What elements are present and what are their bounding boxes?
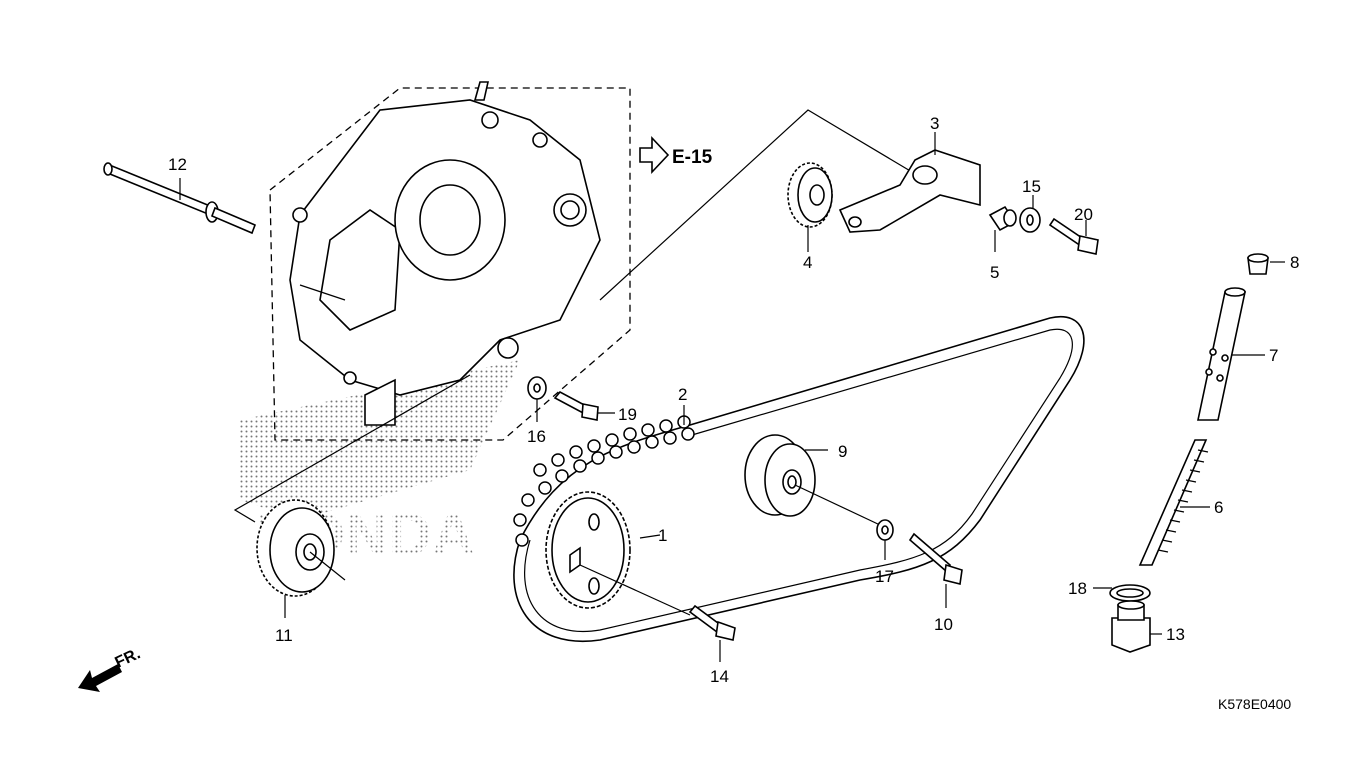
part-10-bolt[interactable] <box>908 532 963 608</box>
callout-15: 15 <box>1022 177 1041 196</box>
callout-7: 7 <box>1269 346 1278 365</box>
part-11-drive-sprocket[interactable] <box>256 499 346 618</box>
callout-16: 16 <box>527 427 546 446</box>
callout-18: 18 <box>1068 579 1087 598</box>
front-label: FR. <box>113 645 144 671</box>
part-14-flange-bolt[interactable] <box>688 604 736 662</box>
part-1-cam-sprocket[interactable] <box>545 491 691 616</box>
callout-11: 11 <box>275 626 293 645</box>
part-9-guide-roller[interactable] <box>744 434 881 526</box>
callout-13: 13 <box>1166 625 1185 644</box>
part-20-flange-bolt[interactable] <box>1048 217 1099 255</box>
callout-17: 17 <box>875 567 894 586</box>
callout-10: 10 <box>934 615 953 634</box>
callout-5: 5 <box>990 263 999 282</box>
callout-3: 3 <box>930 114 939 133</box>
part-2-cam-chain[interactable] <box>513 315 1085 643</box>
crankcase-group-outline <box>269 87 631 441</box>
part-8-cap[interactable] <box>1247 253 1285 275</box>
drawing-code: K578E0400 <box>1218 696 1291 712</box>
part-16-washer[interactable] <box>527 376 547 422</box>
part-4-guide-roller[interactable] <box>787 162 833 252</box>
callout-8: 8 <box>1290 253 1299 272</box>
reference-arrow[interactable]: E-15 <box>639 135 713 175</box>
part-3-tensioner-arm[interactable] <box>838 132 981 233</box>
arrow-front-icon <box>78 664 122 692</box>
part-18-sealing-washer[interactable] <box>1093 584 1151 602</box>
callout-12: 12 <box>168 155 187 174</box>
part-13-sealing-bolt[interactable] <box>1111 600 1162 653</box>
callout-9: 9 <box>838 442 847 461</box>
callout-19: 19 <box>618 405 637 424</box>
arrow-right-icon <box>639 135 670 175</box>
callout-2: 2 <box>678 385 687 404</box>
part-15-washer[interactable] <box>1019 195 1041 233</box>
part-19-flange-bolt[interactable] <box>553 390 615 421</box>
callout-14: 14 <box>710 667 729 686</box>
callout-20: 20 <box>1074 205 1093 224</box>
callout-4: 4 <box>803 253 812 272</box>
reference-label: E-15 <box>672 147 713 168</box>
part-17-washer[interactable] <box>876 519 894 560</box>
part-6-tensioner-spring[interactable] <box>1138 439 1210 566</box>
crankcase[interactable] <box>289 81 601 426</box>
callout-labels: 1 2 3 4 5 6 7 8 9 10 11 12 13 14 15 16 1… <box>168 114 1299 686</box>
part-7-tensioner-pipe[interactable] <box>1197 287 1265 421</box>
part-5-collar[interactable] <box>988 205 1017 252</box>
callout-1: 1 <box>658 526 667 545</box>
part-12-shaft-bolt[interactable] <box>103 162 257 235</box>
front-indicator: FR. <box>78 645 143 692</box>
callout-6: 6 <box>1214 498 1223 517</box>
